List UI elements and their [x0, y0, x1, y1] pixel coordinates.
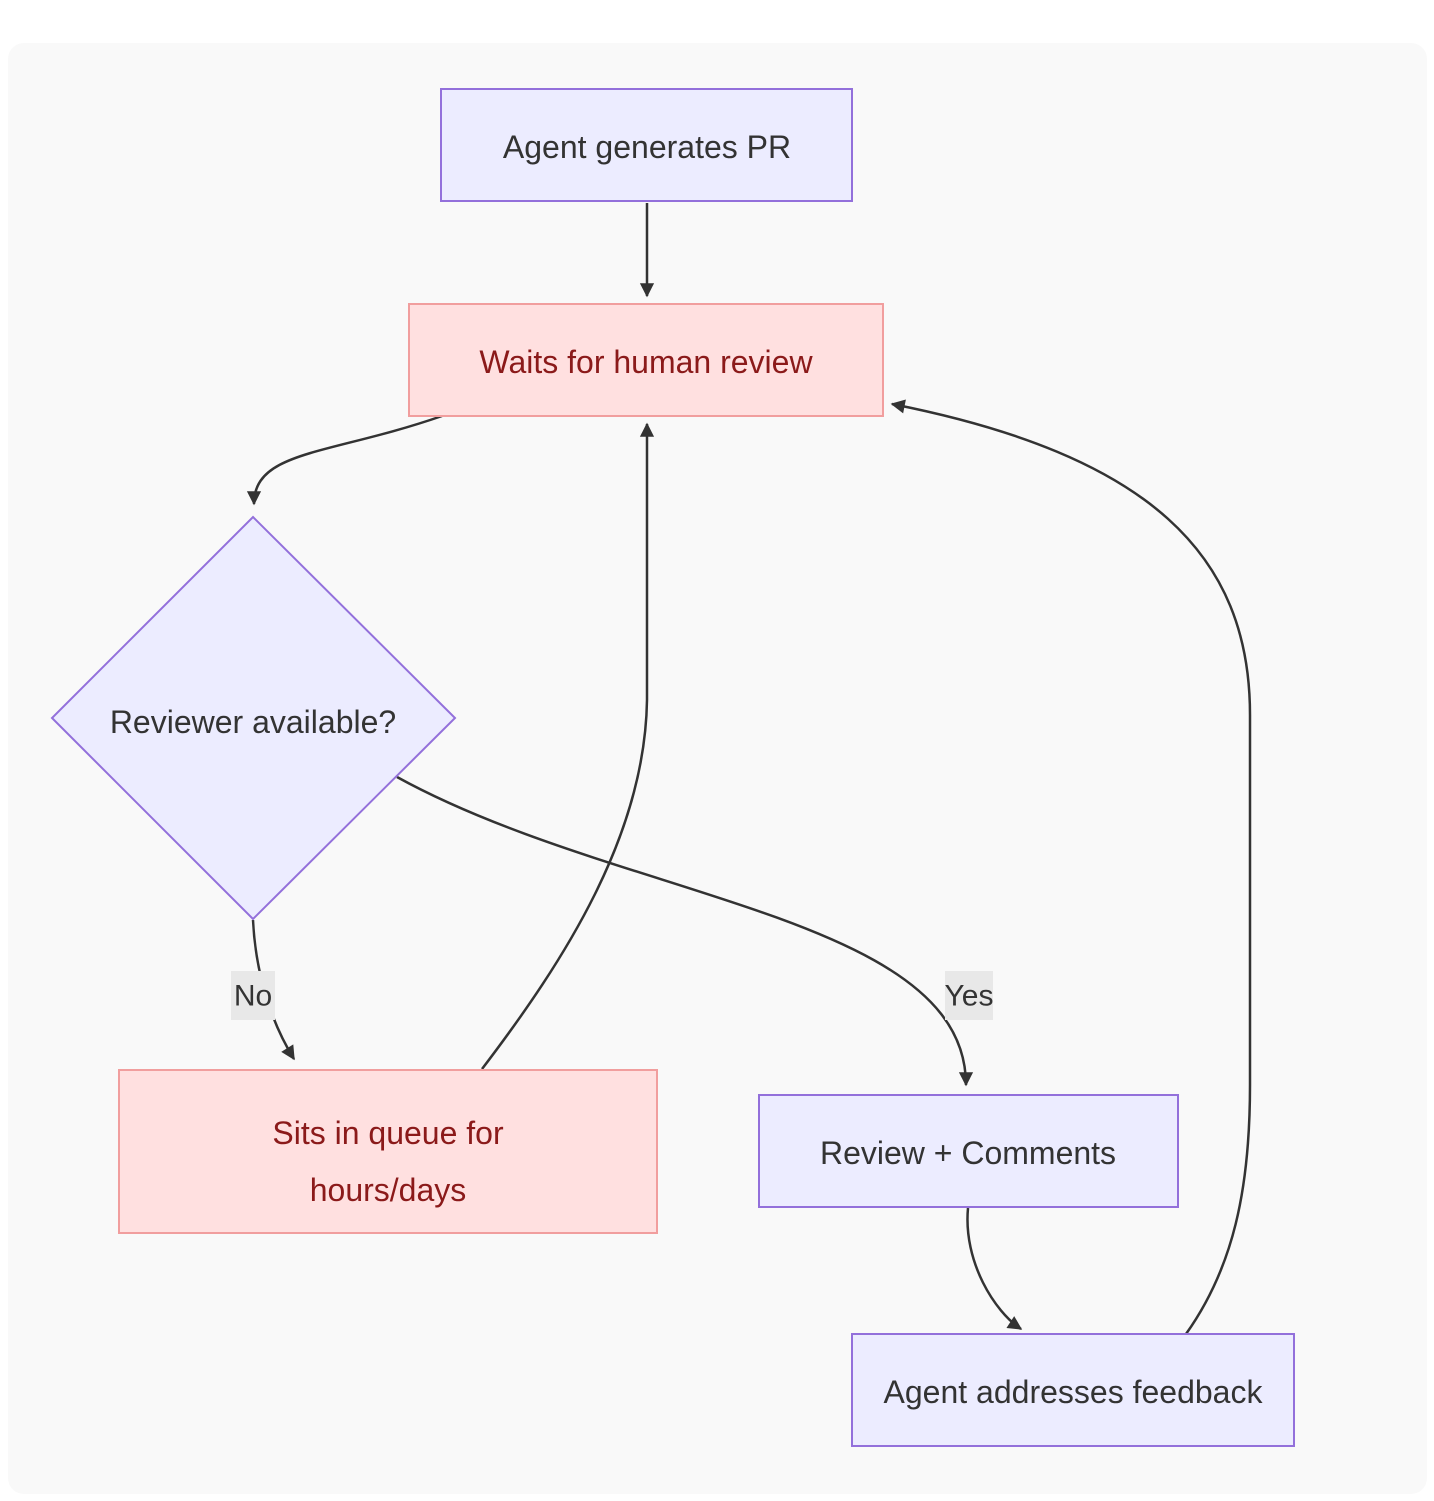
node-sits-in-queue-label-line1: Sits in queue for: [272, 1115, 504, 1151]
node-sits-in-queue-box: [118, 1069, 658, 1234]
node-reviewer-available-label: Reviewer available?: [110, 704, 396, 740]
node-agent-generates-pr: Agent generates PR: [440, 88, 853, 202]
node-agent-addresses-feedback: Agent addresses feedback: [851, 1333, 1295, 1447]
node-sits-in-queue-label-line2: hours/days: [310, 1172, 467, 1208]
node-review-comments-label: Review + Comments: [820, 1135, 1116, 1171]
node-waits-for-human-review-box: [408, 303, 884, 417]
edge-label-yes-text: Yes: [945, 980, 994, 1013]
node-waits-for-human-review: Waits for human review: [408, 303, 884, 417]
node-agent-generates-pr-label: Agent generates PR: [503, 129, 791, 165]
edge-label-yes-background: [945, 971, 993, 1020]
node-review-comments-box: [758, 1094, 1179, 1208]
node-reviewer-available: Reviewer available?: [50, 515, 457, 921]
edge-decision-yes-to-review: [396, 775, 974, 1087]
node-reviewer-available-diamond: [50, 515, 457, 921]
node-sits-in-queue: Sits in queue for hours/days: [118, 1069, 658, 1234]
node-review-comments: Review + Comments: [758, 1094, 1179, 1208]
edge-review-to-feedback: [966, 1207, 1023, 1331]
node-agent-addresses-feedback-box: [851, 1333, 1295, 1447]
edge-queue-to-wait: [481, 422, 655, 1070]
edge-label-no: No: [231, 971, 275, 1020]
edge-label-no-background: [231, 971, 275, 1020]
edge-wait-to-decision: [246, 414, 443, 506]
node-agent-addresses-feedback-label: Agent addresses feedback: [884, 1374, 1264, 1410]
edge-feedback-to-wait: [890, 399, 1252, 1335]
node-agent-generates-pr-box: [440, 88, 853, 202]
node-waits-for-human-review-label: Waits for human review: [479, 344, 813, 380]
edge-label-no-text: No: [234, 980, 272, 1013]
edge-label-yes: Yes: [945, 971, 994, 1020]
